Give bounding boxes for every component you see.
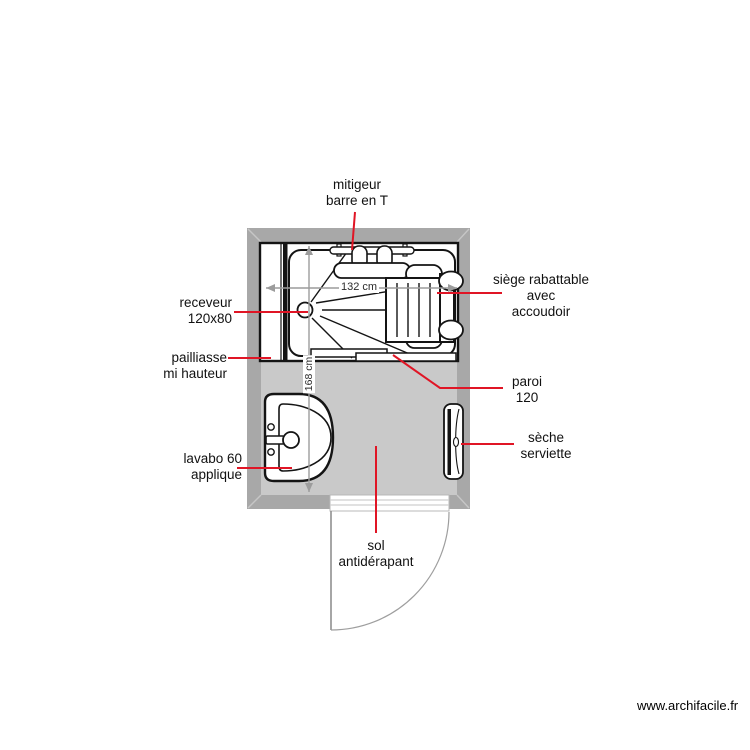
label-pailliasse: pailliasse mi hauteur <box>163 350 227 381</box>
label-lavabo: lavabo 60 applique <box>183 451 242 482</box>
label-sol: sol antidérapant <box>338 538 414 569</box>
width-dimension-label: 132 cm <box>339 281 380 293</box>
label-paroi: paroi 120 <box>511 374 543 405</box>
door-threshold <box>329 494 450 512</box>
seat-slats <box>396 283 431 337</box>
leader-paroi <box>392 354 503 389</box>
mixer-t-bar <box>329 243 415 279</box>
door-swing-arc <box>330 511 450 631</box>
basin-spout <box>265 435 285 445</box>
leader-mitigeur <box>351 211 356 251</box>
basin-hole-top <box>267 423 275 431</box>
basin-bowl <box>278 403 332 472</box>
basin-faucet <box>282 431 300 449</box>
seat-knob-bottom <box>438 319 464 341</box>
wall-miters <box>247 228 470 509</box>
website-watermark: www.archifacile.fr <box>637 698 739 713</box>
fold-down-seat <box>385 264 464 349</box>
washbasin <box>263 392 335 483</box>
towel-dryer <box>443 403 464 480</box>
annotation-leaders <box>228 211 514 533</box>
shower-screen <box>310 348 457 362</box>
worktop-divider <box>283 244 288 361</box>
label-seche: sèche serviette <box>520 430 572 461</box>
height-dimension-label: 168 cm <box>303 354 315 394</box>
basin-hole-bottom <box>267 448 275 456</box>
label-receveur: receveur 120x80 <box>179 295 232 326</box>
label-siege: siège rabattable avec accoudoir <box>492 272 590 319</box>
label-mitigeur: mitigeur barre en T <box>325 177 389 208</box>
drain <box>296 301 314 319</box>
